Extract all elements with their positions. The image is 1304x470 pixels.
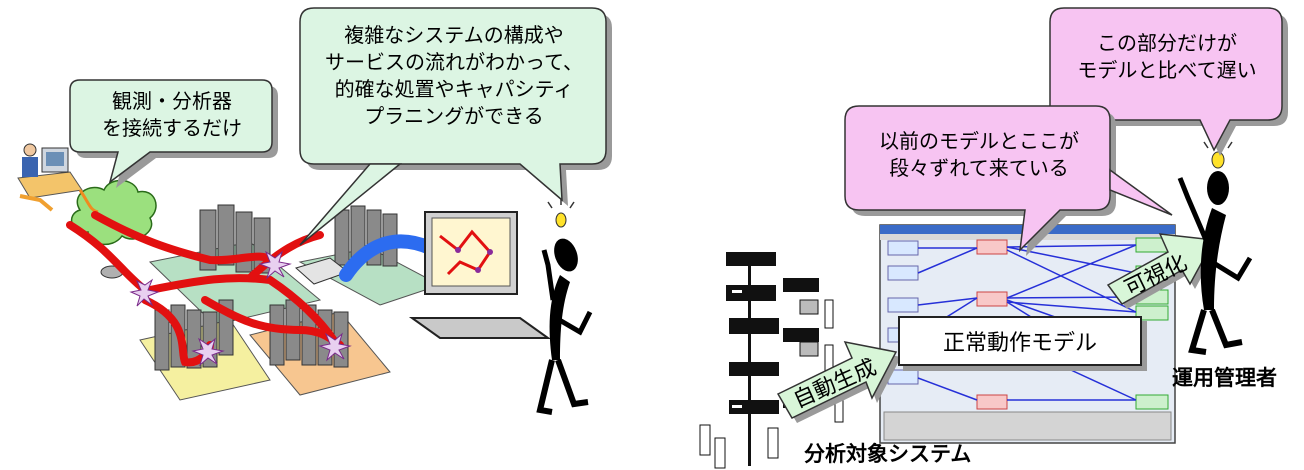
bubble-connect-line: を接続するだけ xyxy=(102,116,242,140)
operator-at-desk xyxy=(17,143,83,212)
arrow-generate-shape xyxy=(776,340,901,423)
analysis-link xyxy=(339,234,437,282)
model-label: 正常動作モデル xyxy=(898,316,1142,366)
bubble-insight-line: サービスの流れがわかって、 xyxy=(325,50,583,74)
bubble-insight-line: 的確な処置やキャパシティ xyxy=(334,77,574,101)
bubble-insight-shape xyxy=(299,7,612,246)
bubble-slow-line: この部分だけが xyxy=(1097,31,1237,55)
bubble-slow-line: モデルと比べて遅い xyxy=(1077,58,1257,82)
bubble-slow: この部分だけが モデルと比べて遅い xyxy=(1054,30,1280,84)
network-cloud xyxy=(70,179,157,246)
bubble-drift: 以前のモデルとここが 段々ずれて来ている xyxy=(850,128,1108,182)
bubble-drift-line: 以前のモデルとここが xyxy=(879,129,1079,153)
bubble-connect: 観測・分析器 を接続するだけ xyxy=(74,88,270,142)
label-administrator: 運用管理者 xyxy=(1172,366,1277,390)
laptop-analyzer xyxy=(408,211,552,339)
bubble-connect-shape xyxy=(69,79,278,188)
bubble-insight: 複雑なシステムの構成や サービスの流れがわかって、 的確な処置やキャパシティ プ… xyxy=(304,22,604,130)
stick-figure-admin xyxy=(1177,171,1253,355)
bubble-drift-shape xyxy=(844,105,1173,256)
bubble-drift-line: 段々ずれて来ている xyxy=(889,156,1069,180)
bubble-insight-line: プラニングができる xyxy=(364,104,544,128)
flow-junction-stars xyxy=(129,250,352,367)
label-analyzed-system: 分析対象システム xyxy=(804,442,972,466)
bubble-connect-line: 観測・分析器 xyxy=(112,89,232,113)
stick-figure-observer xyxy=(536,238,593,415)
idea-bulb-icon xyxy=(547,198,575,228)
bubble-insight-line: 複雑なシステムの構成や xyxy=(344,23,564,47)
analyzed-network-devices xyxy=(699,252,844,469)
